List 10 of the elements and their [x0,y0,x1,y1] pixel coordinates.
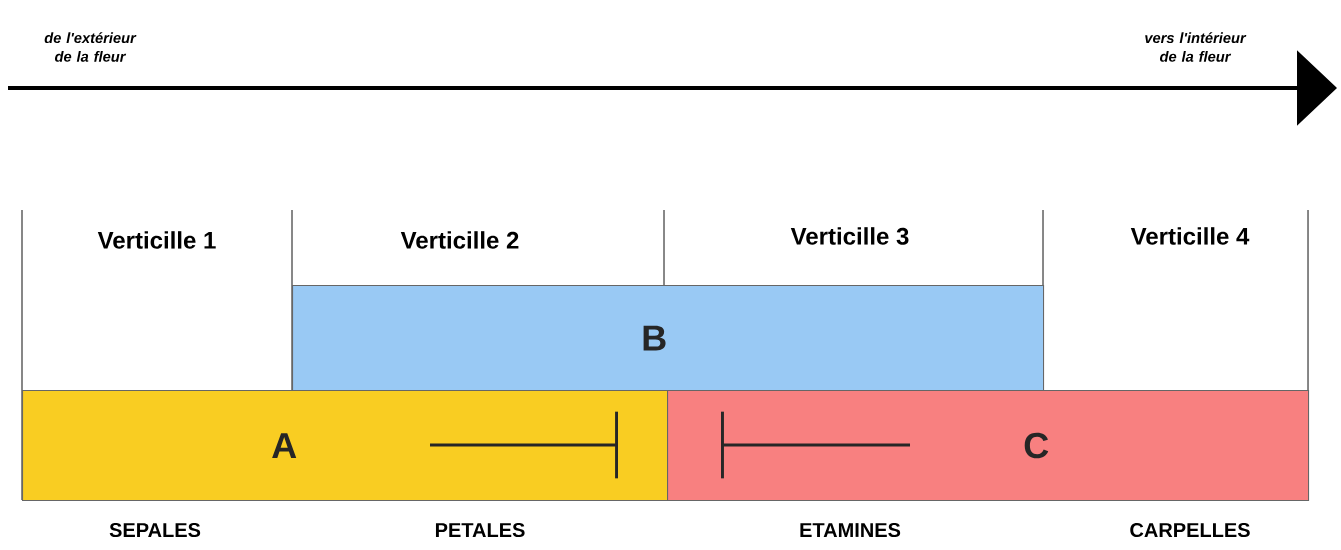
whorl-heading: Verticille 1 [97,231,216,249]
gene-band: A [22,390,669,502]
gene-band: C [667,390,1310,502]
gene-band: B [292,285,1045,392]
direction-label: vers l'intérieur de la fleur [1145,32,1247,62]
organ-label: PETALES [435,522,525,538]
direction-label: de l'extérieur de la fleur [44,32,137,62]
organ-label: CARPELLES [1130,522,1250,538]
whorl-heading: Verticille 4 [1130,227,1250,245]
whorl-heading: Verticille 3 [790,227,909,245]
